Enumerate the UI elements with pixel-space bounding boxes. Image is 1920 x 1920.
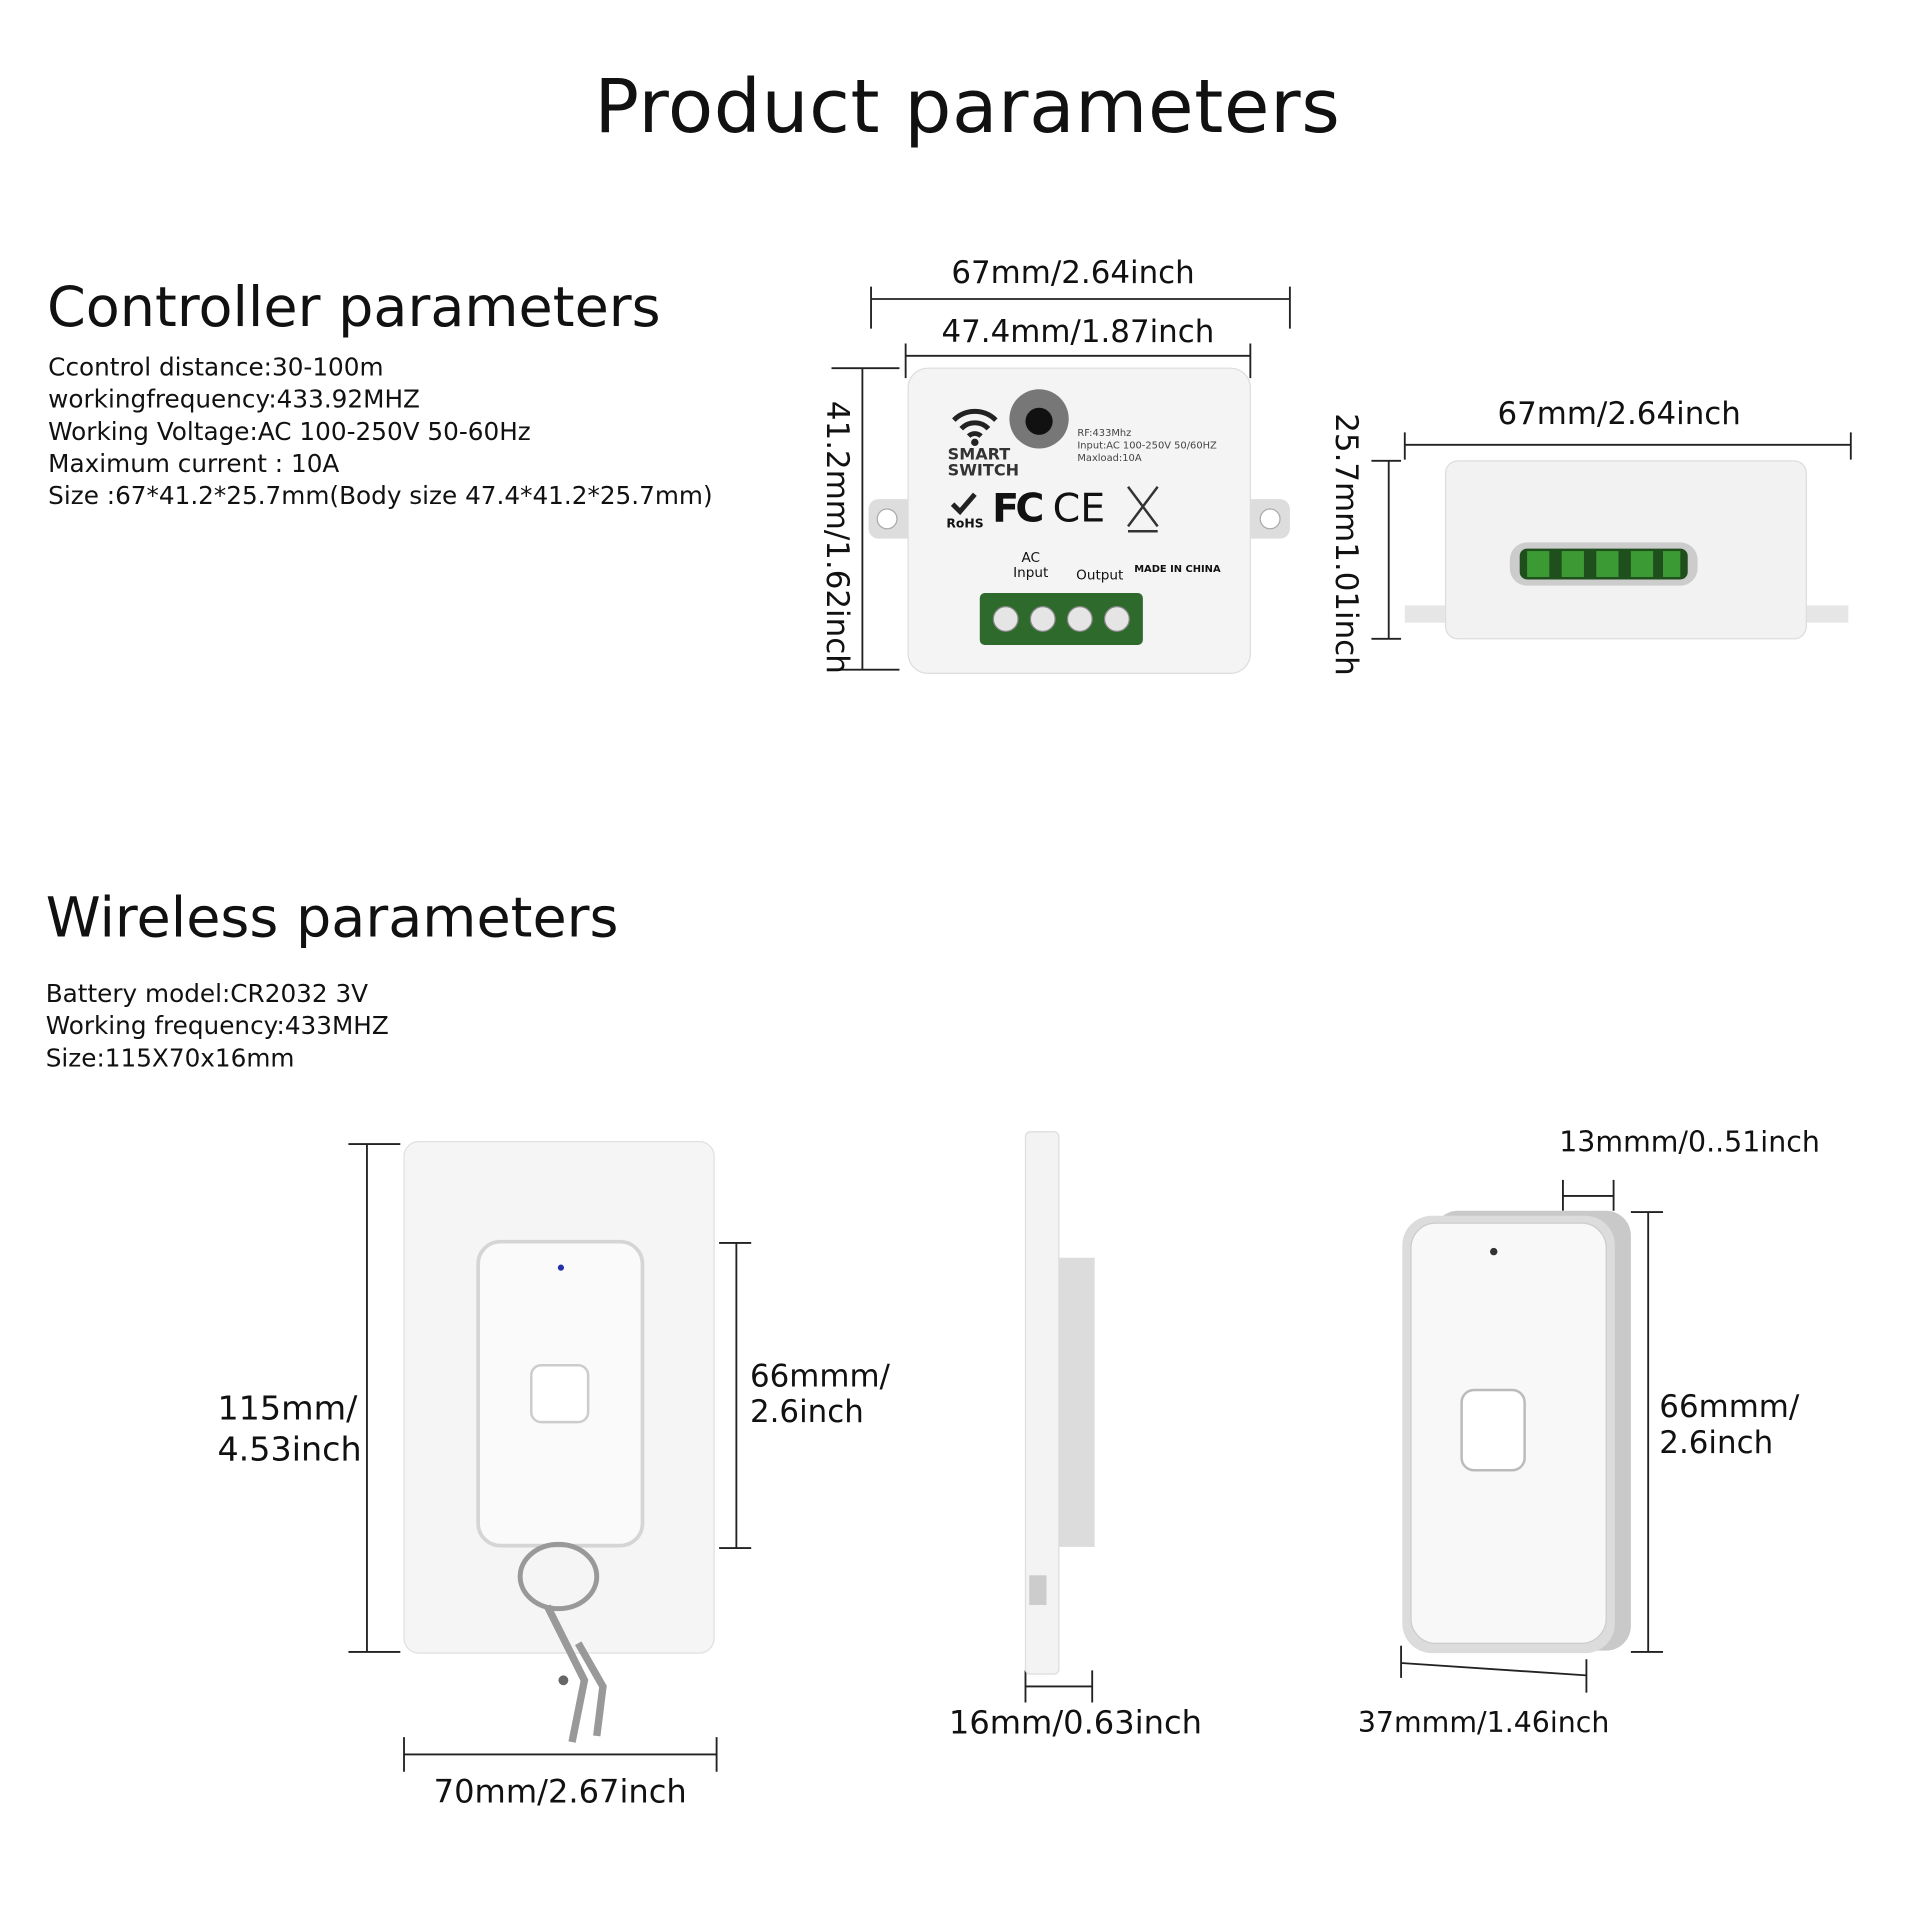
spec-line: Size :67*41.2*25.7mm(Body size 47.4*41.2… — [48, 480, 713, 511]
dim-height: 41.2mm/1.62inch — [819, 400, 856, 674]
dim-body-width: 47.4mm/1.87inch — [941, 313, 1215, 350]
wireless-specs: Battery model:CR2032 3V Working frequenc… — [46, 977, 389, 1073]
output-label: Output — [1076, 567, 1124, 584]
spec-line: Size:115X70x16mm — [45, 1042, 295, 1073]
dim-plate-height: 115mm/4.53inch — [217, 1389, 361, 1471]
ce-mark: CE — [1052, 484, 1106, 532]
dim-line: 2.6inch — [1659, 1424, 1774, 1461]
rating-label: RF:433Mhz Input:AC 100-250V 50/60HZ Maxl… — [1077, 427, 1216, 464]
dim-depth: 25.7mm1.01inch — [1328, 413, 1365, 676]
made-in-label: MADE IN CHINA — [1134, 563, 1221, 575]
spec-line: Battery model:CR2032 3V — [45, 978, 369, 1009]
spec-line: workingfrequency:433.92MHZ — [48, 384, 420, 414]
dim-remote-height: 66mmm/2.6inch — [750, 1358, 890, 1430]
remote-side — [1024, 1131, 1095, 1675]
dim-line: 4.53inch — [217, 1430, 362, 1470]
spec-line: Working frequency:433MHZ — [45, 1010, 389, 1041]
dim-side-width: 67mm/2.64inch — [1497, 395, 1741, 432]
dim-remote2-height: 66mmm/2.6inch — [1659, 1389, 1799, 1461]
dim-line: 115mm/ — [217, 1389, 358, 1429]
controller-front — [868, 367, 1290, 674]
input-word: Input — [1013, 564, 1049, 581]
dim-total-width: 67mm/2.64inch — [951, 254, 1195, 291]
dim-remote-width: 37mmm/1.46inch — [1357, 1707, 1610, 1740]
rf-text: RF:433Mhz — [1077, 427, 1132, 439]
rohs-mark: RoHS — [946, 517, 984, 532]
fc-mark: FC — [992, 484, 1044, 532]
dim-plate-width: 70mm/2.67inch — [433, 1774, 687, 1812]
brand-label: SMART SWITCH — [948, 447, 1019, 479]
brand-line: SWITCH — [947, 462, 1020, 481]
spec-line: Maximum current : 10A — [48, 448, 340, 479]
spec-line: Ccontrol distance:30-100m — [48, 352, 384, 382]
dim-line: 2.6inch — [749, 1393, 864, 1430]
remote-angle — [1402, 1210, 1631, 1654]
spec-line: Working Voltage:AC 100-250V 50-60Hz — [48, 416, 531, 447]
wireless-heading: Wireless parameters — [45, 884, 619, 951]
dim-remote-depth: 13mmm/0..51inch — [1559, 1126, 1820, 1159]
maxload-text: Maxload:10A — [1077, 452, 1142, 464]
dim-thickness: 16mm/0.63inch — [948, 1705, 1203, 1743]
dim-line: 66mmm/ — [749, 1357, 890, 1394]
brand-line: SMART — [947, 446, 1011, 465]
remote-front — [403, 1141, 715, 1743]
page-title: Product parameters — [594, 64, 1341, 151]
dim-line: 66mmm/ — [1659, 1388, 1800, 1425]
ac-text: AC — [1021, 549, 1040, 566]
dimension-lines — [348, 286, 1852, 1772]
controller-side — [1404, 460, 1849, 640]
controller-specs: Ccontrol distance:30-100m workingfrequen… — [48, 351, 712, 512]
input-text: Input:AC 100-250V 50/60HZ — [1077, 439, 1217, 451]
controller-heading: Controller parameters — [46, 274, 661, 340]
